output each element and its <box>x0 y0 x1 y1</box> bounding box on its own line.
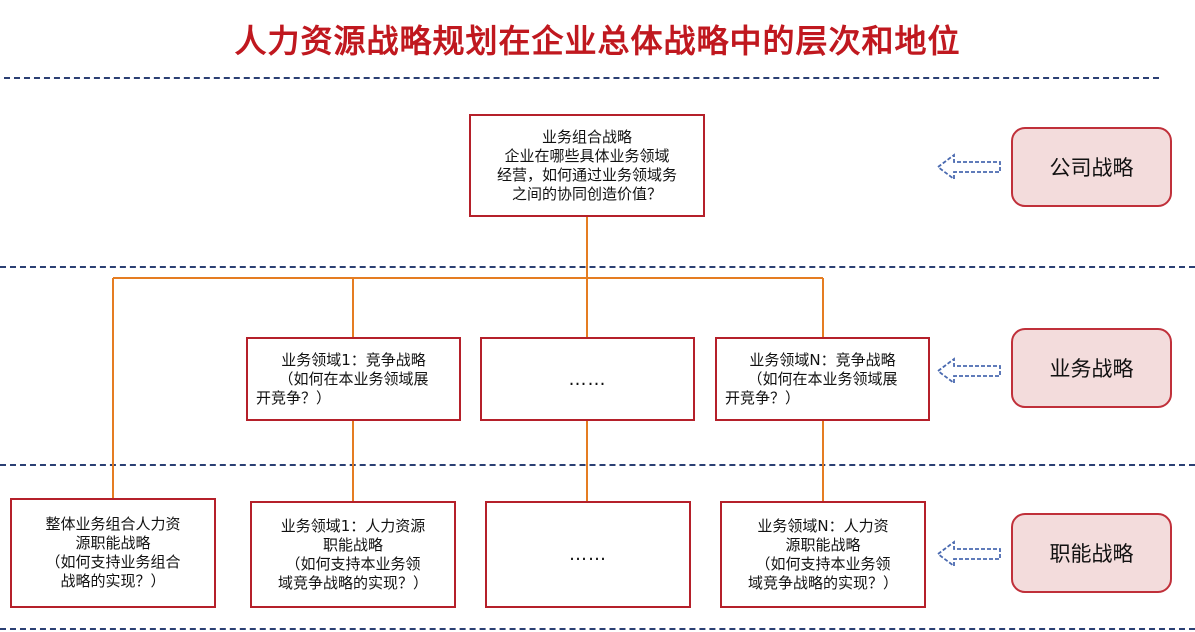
divider-top <box>4 77 1159 79</box>
functional-strategy-box-1: 业务领域1：人力资源 职能战略 （如何支持本业务领 域竞争战略的实现？） <box>250 501 456 608</box>
page-title: 人力资源战略规划在企业总体战略中的层次和地位 <box>234 22 961 60</box>
business-box-n-line1: 业务领域N：竞争战略 <box>749 350 896 369</box>
business-box-n-line2: （如何在本业务领域展 <box>747 369 898 388</box>
functional-box-n-line3: （如何支持本业务领 <box>755 554 891 573</box>
functional-box-overall-line4: 战略的实现？） <box>60 572 166 590</box>
divider-business-functional <box>0 464 1195 466</box>
level-label-functional: 职能战略 <box>1011 513 1172 593</box>
level-label-business: 业务战略 <box>1011 328 1172 408</box>
divider-bottom <box>0 628 1195 630</box>
functional-strategy-box-n: 业务领域N：人力资 源职能战略 （如何支持本业务领 域竞争战略的实现？） <box>720 501 926 608</box>
corporate-box-line2: 企业在哪些具体业务领域 <box>504 146 670 165</box>
functional-box-overall-line2: 源职能战略 <box>75 534 151 552</box>
arrow-left-icon <box>936 153 1001 181</box>
functional-box-overall-line3: （如何支持业务组合 <box>45 553 181 571</box>
arrow-left-icon <box>936 357 1001 385</box>
functional-box-1-line1: 业务领域1：人力资源 <box>280 516 426 535</box>
divider-corporate-business <box>0 266 1195 268</box>
business-box-1-line3: 开竞争？） <box>256 388 332 407</box>
arrow-left-icon <box>936 540 1001 568</box>
functional-box-1-line3: （如何支持本业务领 <box>285 554 421 573</box>
corporate-box-line1: 业务组合战略 <box>541 127 632 146</box>
functional-box-n-line4: 域竞争战略的实现？） <box>747 573 898 592</box>
functional-box-1-line4: 域竞争战略的实现？） <box>277 573 428 592</box>
functional-box-n-line1: 业务领域N：人力资 <box>757 516 889 535</box>
functional-box-n-line2: 源职能战略 <box>785 535 861 554</box>
corporate-box-line4: 之间的协同创造价值？ <box>511 184 662 203</box>
business-strategy-box-1: 业务领域1：竞争战略 （如何在本业务领域展 开竞争？） <box>246 337 461 421</box>
functional-strategy-box-overall: 整体业务组合人力资 源职能战略 （如何支持业务组合 战略的实现？） <box>10 498 216 608</box>
level-label-corporate: 公司战略 <box>1011 127 1172 207</box>
functional-box-1-line2: 职能战略 <box>322 535 383 554</box>
business-strategy-box-middle: …… <box>480 337 695 421</box>
functional-strategy-box-middle: …… <box>485 501 691 608</box>
business-box-n-line3: 开竞争？） <box>725 388 801 407</box>
functional-box-middle-ellipsis: …… <box>569 544 607 565</box>
corporate-strategy-box: 业务组合战略 企业在哪些具体业务领域 经营，如何通过业务领域务 之间的协同创造价… <box>469 114 705 217</box>
functional-box-overall-line1: 整体业务组合人力资 <box>45 515 181 533</box>
business-strategy-box-n: 业务领域N：竞争战略 （如何在本业务领域展 开竞争？） <box>715 337 930 421</box>
business-box-middle-ellipsis: …… <box>568 368 607 390</box>
corporate-box-line3: 经营，如何通过业务领域务 <box>496 165 677 184</box>
business-box-1-line1: 业务领域1：竞争战略 <box>281 350 426 369</box>
business-box-1-line2: （如何在本业务领域展 <box>278 369 429 388</box>
